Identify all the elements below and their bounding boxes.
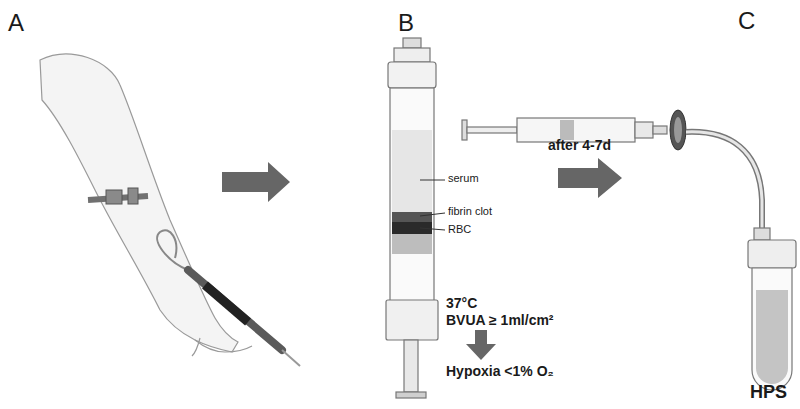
panel-letter: B [398, 10, 414, 36]
component-label: RBC [448, 223, 471, 235]
condition-text: BVUA ≥ 1ml/cm² [446, 313, 554, 328]
component-label: fibrin clot [448, 205, 492, 217]
step-label: after 4-7d [548, 138, 611, 153]
process-arrow [558, 158, 622, 198]
arm-drawing [40, 54, 252, 356]
condition-text: Hypoxia <1% O₂ [446, 364, 554, 379]
process-arrow [222, 162, 290, 202]
transfer-tubing-inner [686, 132, 762, 228]
syringe-vertical [386, 38, 438, 398]
blood-collection-line [157, 230, 300, 366]
tourniquet [88, 188, 148, 204]
panel-letter: C [738, 8, 755, 34]
panel-letter: A [8, 10, 24, 36]
leader-lines [420, 180, 445, 230]
condition-arrow [466, 330, 496, 360]
collection-tube [748, 228, 796, 390]
syringe-filter [670, 110, 686, 150]
transfer-tubing [686, 132, 762, 228]
condition-text: 37°C [446, 296, 477, 311]
product-label: HPS [750, 383, 787, 403]
component-label: serum [448, 172, 479, 184]
